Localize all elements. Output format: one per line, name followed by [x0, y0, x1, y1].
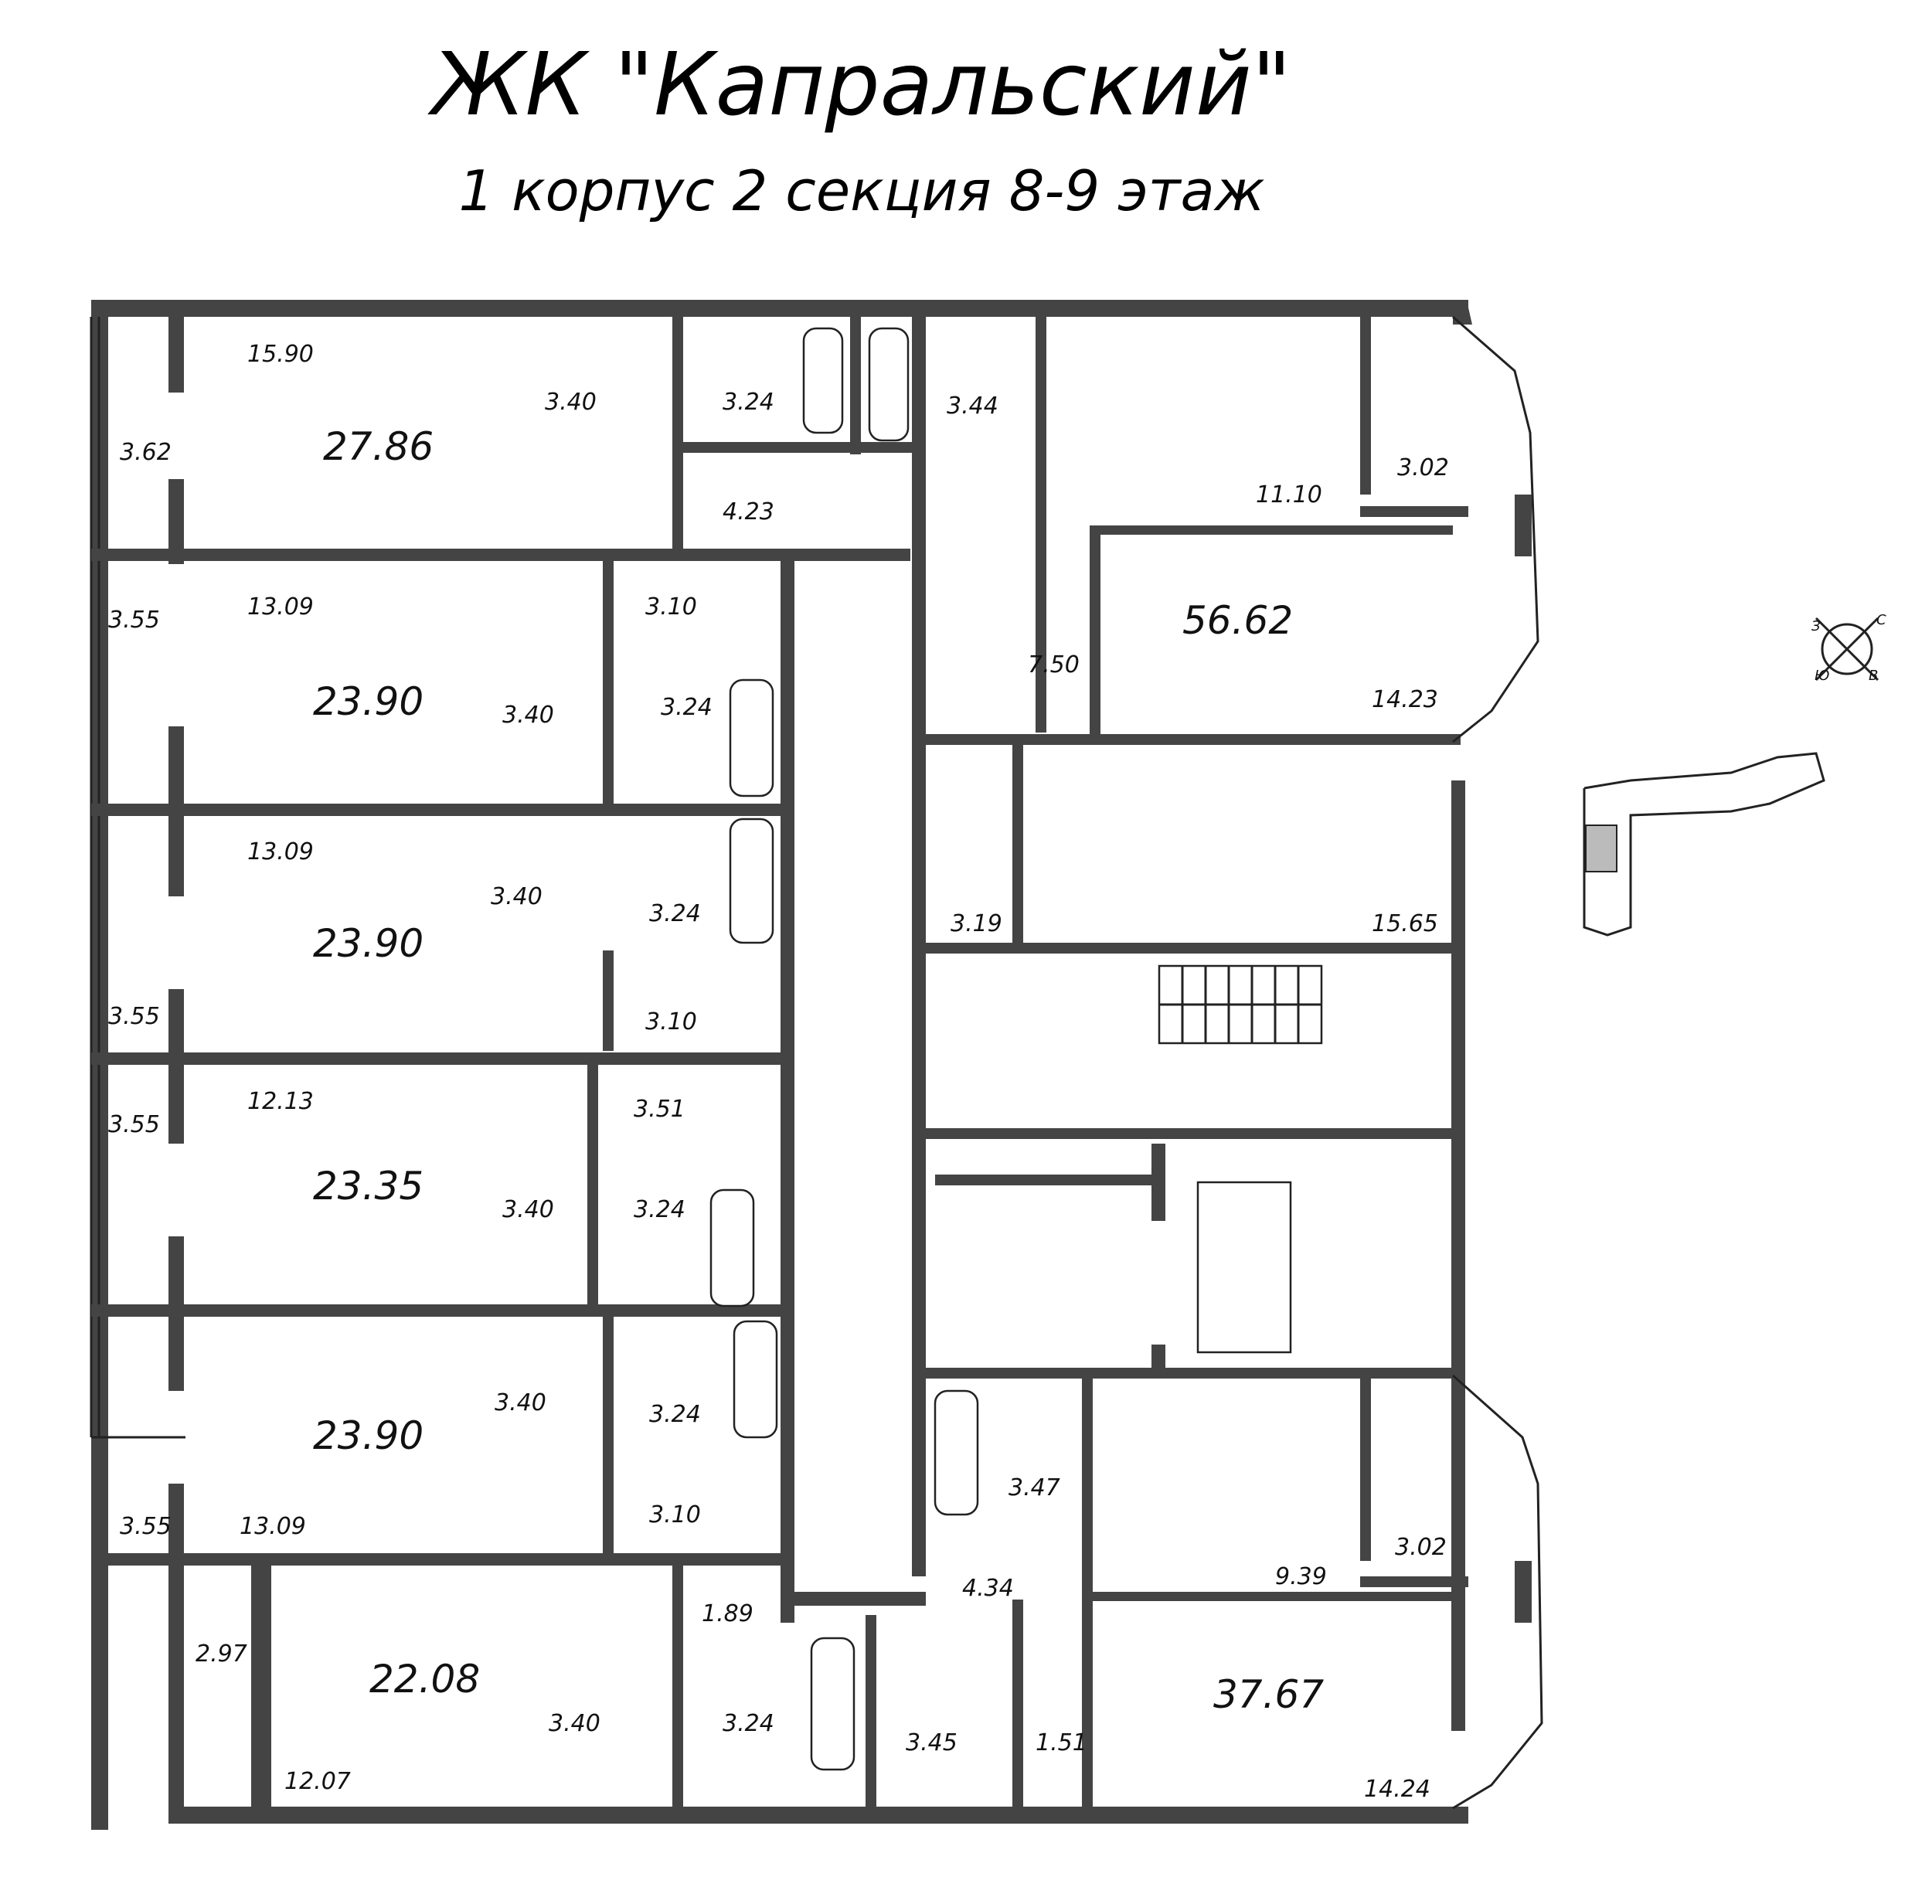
room-area: 2.97 — [196, 1640, 247, 1668]
apartment-total-7: 56.62 — [1182, 598, 1293, 643]
room-area: 3.24 — [723, 1710, 774, 1737]
room-area: 14.23 — [1372, 686, 1438, 713]
apartment-total-2: 23.90 — [313, 679, 423, 724]
room-area: 3.10 — [649, 1501, 701, 1528]
compass-icon: С В Ю З — [1811, 612, 1886, 684]
room-area: 3.19 — [951, 910, 1002, 937]
room-area: 3.40 — [495, 1389, 546, 1416]
compass-south: Ю — [1815, 668, 1829, 684]
apartment-total-8: 37.67 — [1213, 1672, 1324, 1717]
stairwell — [1158, 964, 1323, 1045]
room-area: 13.09 — [240, 1513, 306, 1540]
room-area: 3.47 — [1009, 1474, 1060, 1501]
room-area: 1.51 — [1036, 1729, 1087, 1756]
room-area: 3.44 — [947, 393, 998, 420]
exterior-walls — [91, 300, 1472, 1830]
room-area: 4.34 — [962, 1575, 1014, 1602]
left-facade-walls — [168, 300, 184, 1561]
room-area: 3.55 — [120, 1513, 172, 1540]
compass-north: С — [1876, 612, 1886, 628]
room-area: 12.07 — [284, 1768, 351, 1795]
room-area: 3.40 — [549, 1710, 600, 1737]
room-area: 7.50 — [1028, 651, 1080, 678]
apartment-total-5: 23.90 — [313, 1413, 423, 1458]
room-area: 13.09 — [247, 838, 314, 865]
room-area: 3.40 — [491, 883, 543, 910]
complex-title: ЖК "Капральский" — [431, 35, 1292, 135]
room-area: 3.02 — [1397, 454, 1449, 481]
room-area: 11.10 — [1256, 481, 1322, 508]
room-area: 3.10 — [645, 593, 697, 620]
apartment-total-3: 23.90 — [313, 921, 423, 966]
room-area: 3.24 — [723, 389, 774, 416]
room-area: 3.24 — [649, 1401, 701, 1428]
balcony-strip — [90, 317, 185, 1439]
room-area: 15.65 — [1372, 910, 1438, 937]
compass-west: З — [1811, 618, 1821, 634]
room-area: 1.89 — [702, 1600, 753, 1627]
apartment-total-1: 27.86 — [323, 424, 434, 469]
partition-walls — [91, 300, 1468, 1816]
room-area: 4.23 — [723, 498, 774, 525]
bathtubs — [709, 327, 979, 1771]
elevator-shaft — [1196, 1181, 1292, 1354]
room-area: 3.55 — [108, 607, 160, 634]
room-area: 3.24 — [649, 900, 701, 927]
compass-east: В — [1869, 668, 1878, 684]
site-key-map — [1583, 752, 1825, 937]
room-area: 3.40 — [545, 389, 597, 416]
room-area: 3.02 — [1395, 1534, 1447, 1561]
room-area: 3.40 — [502, 702, 554, 729]
room-area: 3.51 — [634, 1096, 685, 1123]
bay-windows — [1452, 315, 1543, 1810]
room-area: 3.40 — [502, 1196, 554, 1223]
apartment-total-4: 23.35 — [313, 1164, 423, 1209]
room-area: 3.10 — [645, 1008, 697, 1035]
room-labels: 27.86 15.90 3.40 3.62 3.24 4.23 23.90 13… — [108, 341, 1449, 1803]
room-area: 3.55 — [108, 1003, 160, 1030]
room-area: 3.62 — [120, 439, 172, 466]
floor-subtitle: 1 корпус 2 секция 8-9 этаж — [458, 158, 1265, 223]
apartment-total-6: 22.08 — [369, 1657, 480, 1702]
room-area: 9.39 — [1275, 1563, 1327, 1590]
room-area: 14.24 — [1364, 1776, 1430, 1803]
room-area: 3.55 — [108, 1111, 160, 1138]
room-area: 3.45 — [906, 1729, 957, 1756]
room-area: 12.13 — [247, 1088, 314, 1115]
room-area: 3.24 — [661, 694, 713, 721]
room-area: 13.09 — [247, 593, 314, 620]
room-area: 15.90 — [247, 341, 314, 368]
room-area: 3.24 — [634, 1196, 685, 1223]
